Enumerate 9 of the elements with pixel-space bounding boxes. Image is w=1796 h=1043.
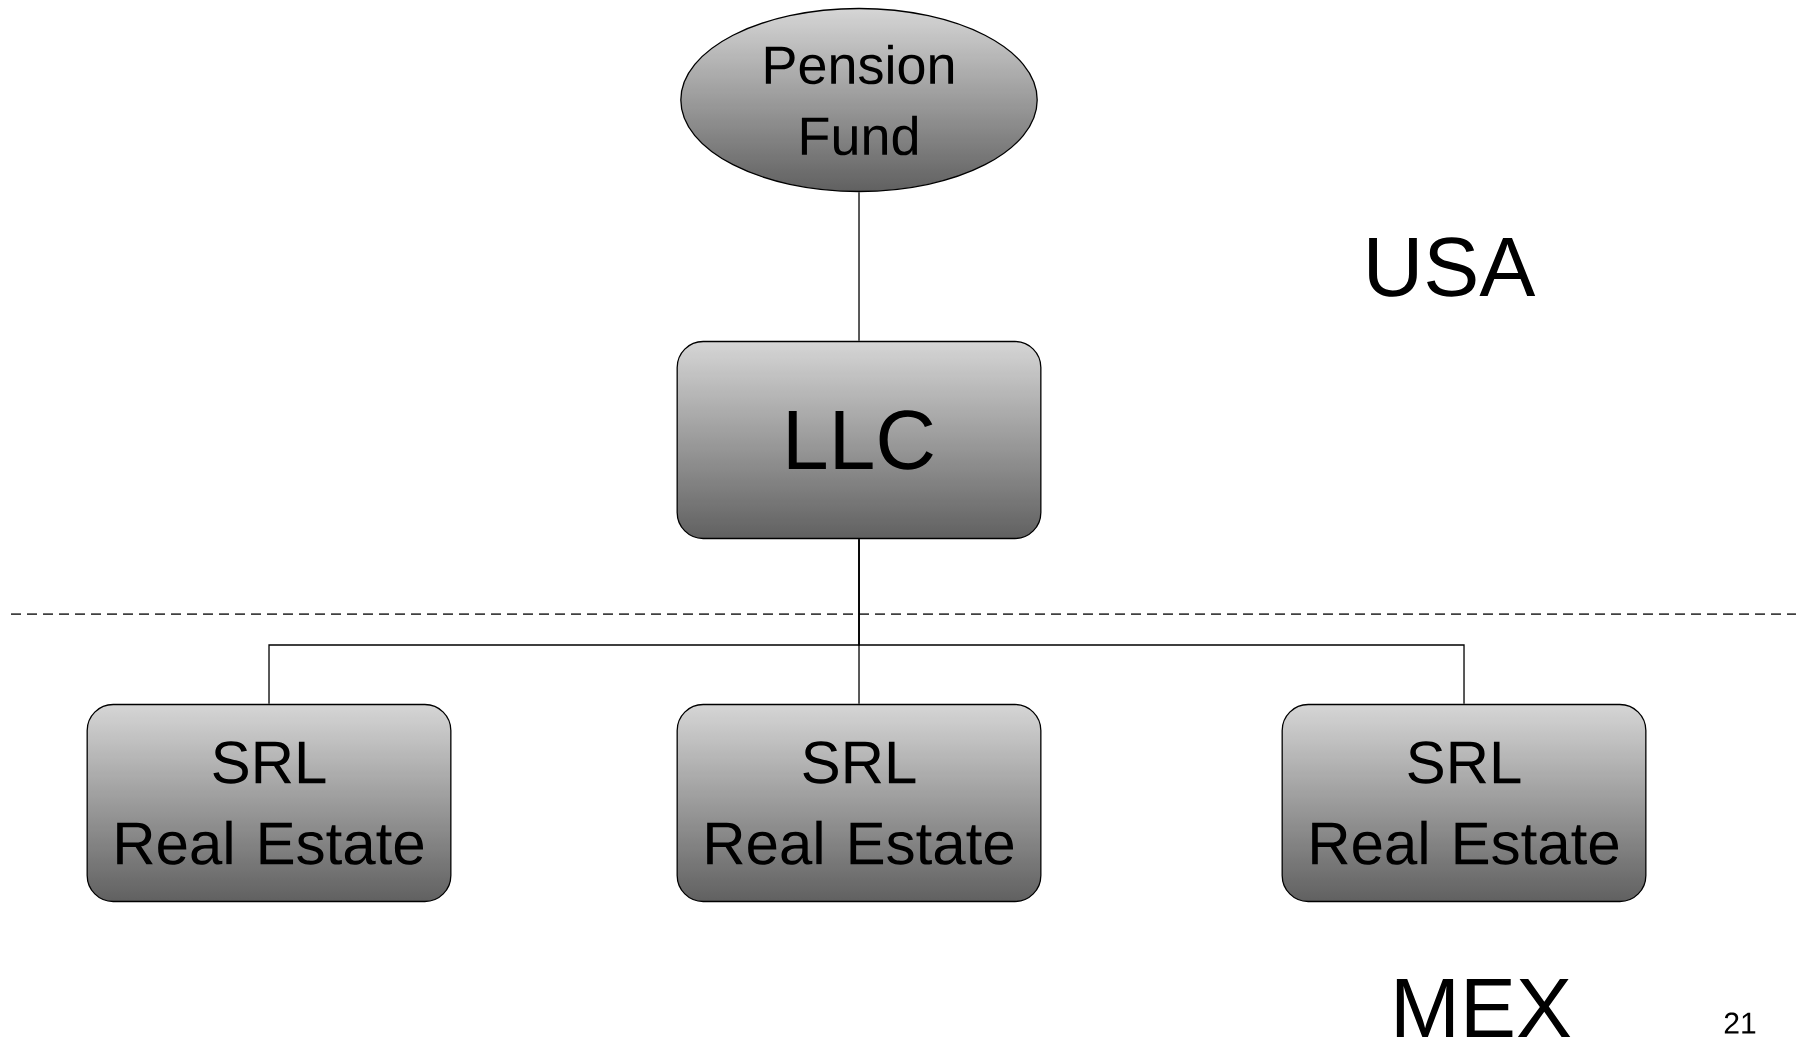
entity-box: SRL Real Estate [86,703,452,903]
connector-line [858,191,860,342]
page-number: 21 [1724,1012,1756,1034]
entity-box: SRL Real Estate [676,703,1042,903]
region-label: USA [1369,237,1536,297]
entity-box: SRL Real Estate [1281,703,1647,903]
region-label: MEX [1396,979,1571,1037]
entity-box: LLC [676,340,1042,540]
connector-line [858,538,1465,705]
